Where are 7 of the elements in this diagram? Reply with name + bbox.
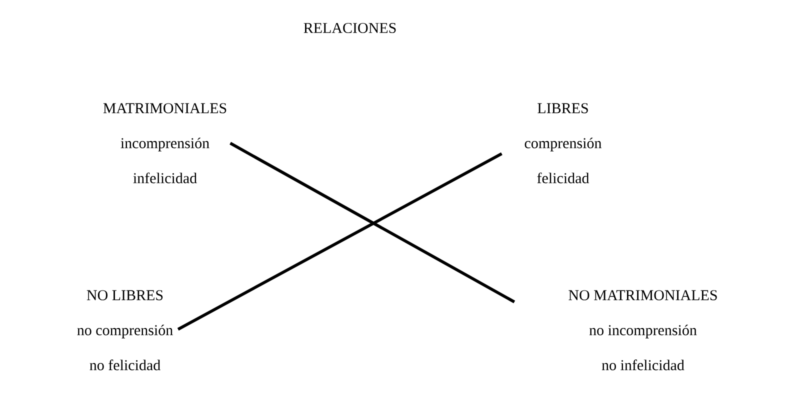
line bbox=[230, 142, 516, 304]
title: RELACIONES bbox=[304, 22, 396, 34]
concept-label: LIBRES comprensión felicidad bbox=[524, 103, 602, 184]
concept-label: MATRIMONIALES incomprensión infelicidad bbox=[103, 103, 226, 184]
concept-label: NO MATRIMONIALES no incomprensión no infelicidad bbox=[568, 290, 717, 370]
concept-label: NO LIBRES no comprensión no felicidad bbox=[77, 290, 173, 370]
line bbox=[177, 152, 502, 331]
